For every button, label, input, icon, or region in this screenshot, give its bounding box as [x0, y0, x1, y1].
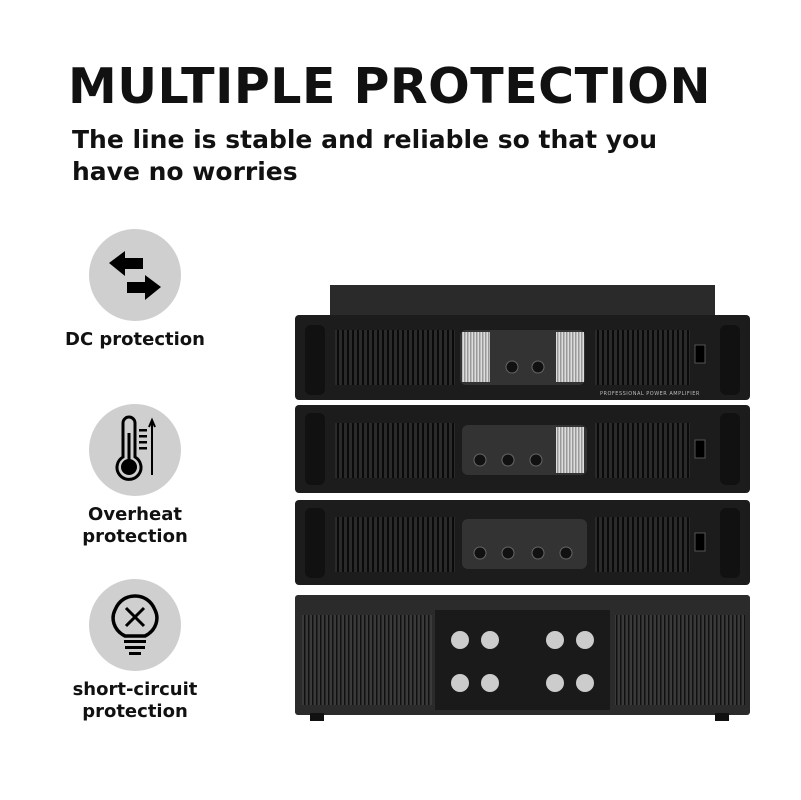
feature-overheat-protection: Overheat protection	[40, 404, 230, 548]
feature-short-circuit-protection: short-circuit protection	[40, 579, 230, 723]
page-title: MULTIPLE PROTECTION	[68, 58, 711, 115]
arrows-exchange-icon	[89, 229, 181, 321]
bulb-x-icon	[89, 579, 181, 671]
panel-label: PROFESSIONAL POWER AMPLIFIER	[600, 391, 700, 397]
feature-label: DC protection	[65, 329, 205, 350]
thermometer-icon	[89, 404, 181, 496]
feature-label: short-circuit protection	[72, 679, 198, 722]
subtitle: The line is stable and reliable so that …	[72, 125, 658, 186]
feature-dc-protection: DC protection	[40, 229, 230, 351]
feature-label: Overheat protection	[82, 504, 188, 547]
amplifier-stack-image	[295, 285, 750, 721]
